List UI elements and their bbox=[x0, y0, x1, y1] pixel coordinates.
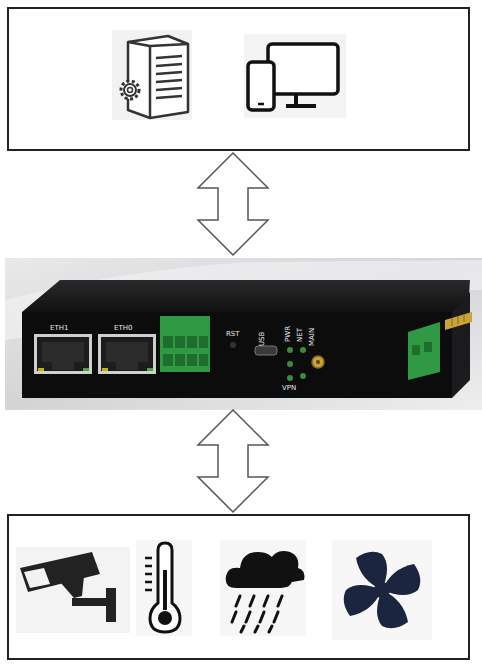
double-arrow bbox=[198, 410, 268, 512]
device-label: VPN bbox=[282, 384, 296, 392]
thermometer-icon bbox=[136, 540, 192, 636]
double-arrow bbox=[198, 153, 268, 255]
sensor-box bbox=[8, 515, 469, 659]
server-icon bbox=[112, 30, 192, 120]
devices-icon bbox=[244, 34, 346, 118]
device-label: RST bbox=[226, 330, 240, 338]
cloud-box bbox=[8, 8, 469, 150]
device-label: USB bbox=[258, 332, 266, 346]
device-label: ETH1 bbox=[50, 324, 68, 332]
device-label: PWR bbox=[284, 326, 292, 342]
rain-icon bbox=[220, 540, 306, 636]
router-photo bbox=[5, 258, 482, 410]
fan-icon bbox=[332, 540, 432, 640]
camera-icon bbox=[16, 547, 130, 633]
device-label: MAIN bbox=[308, 328, 316, 346]
device-label: ETH0 bbox=[114, 324, 132, 332]
device-label: NET bbox=[296, 328, 304, 342]
